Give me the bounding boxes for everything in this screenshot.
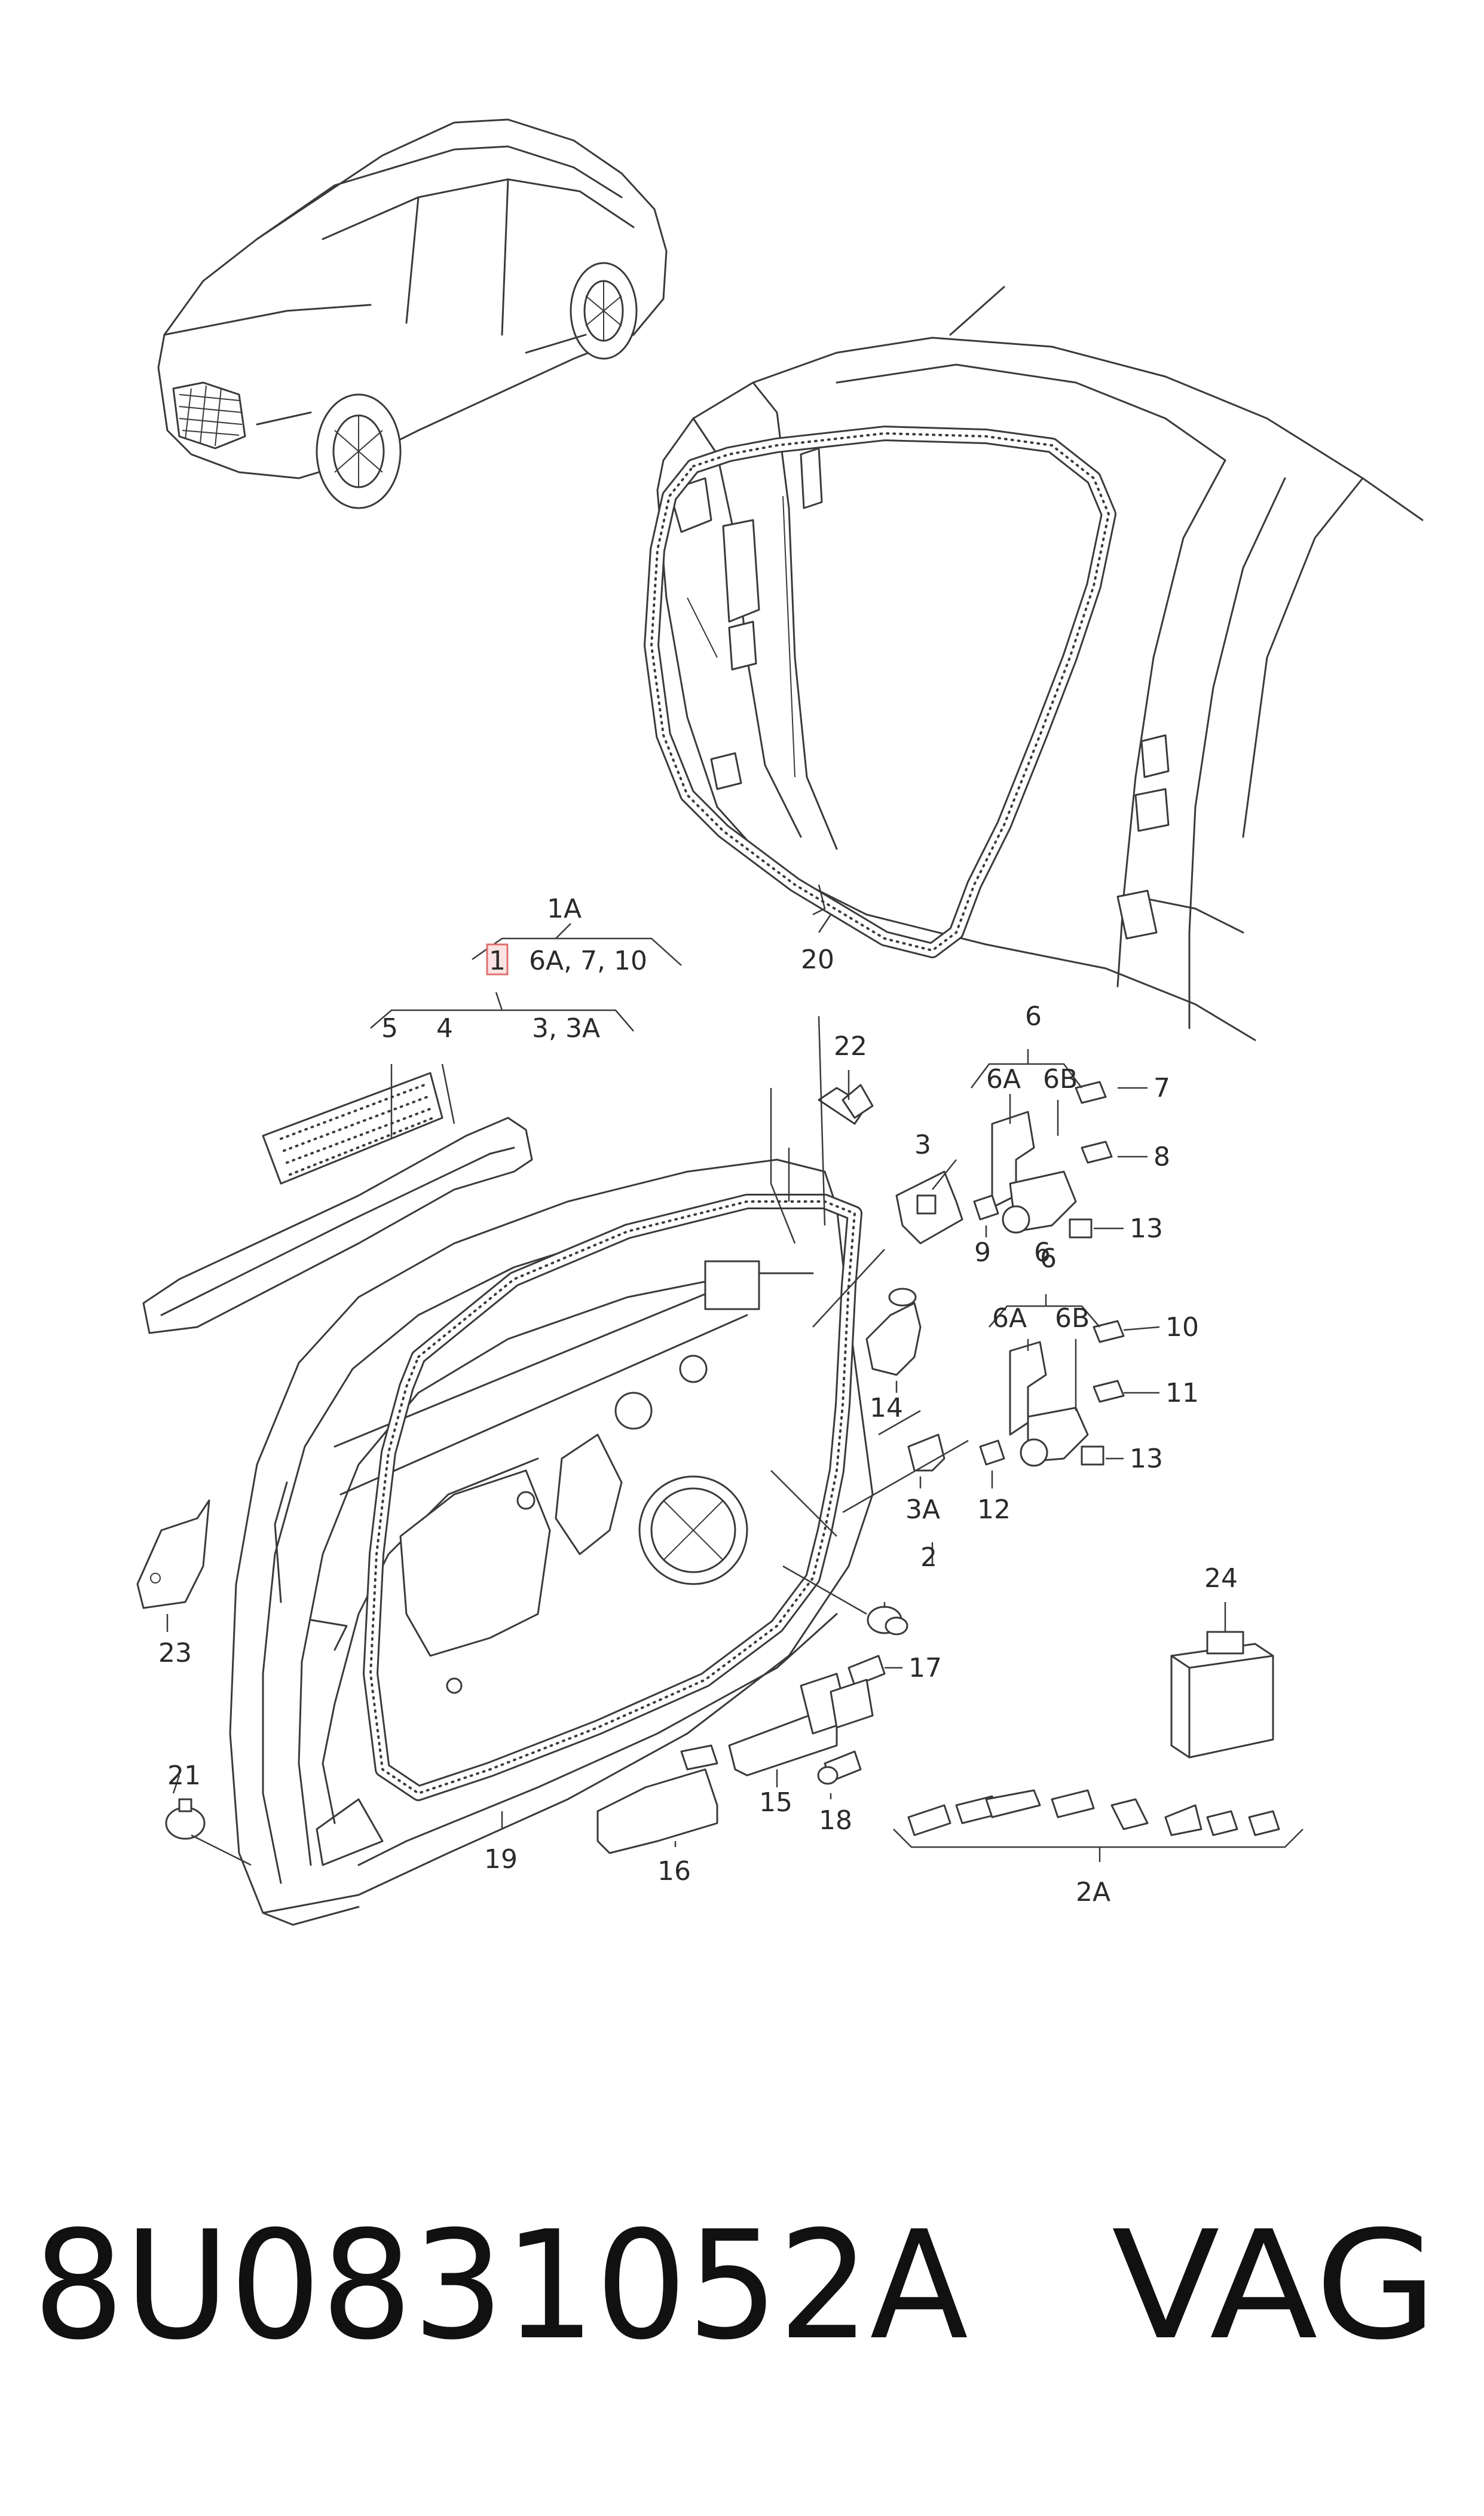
highlight-box: [486, 943, 509, 976]
callout-9: 9: [974, 1237, 991, 1268]
brand-name: VAG: [1112, 2199, 1437, 2373]
part-2A-fastener-set: [907, 1789, 1280, 1836]
door-shell: [229, 1158, 874, 1926]
callout-13-top: 13: [1130, 1213, 1163, 1244]
callout-5: 5: [381, 1013, 398, 1044]
callout-4: 4: [436, 1013, 453, 1044]
part-15-door-check: [728, 1673, 874, 1777]
callout-6A-7-10: 6A, 7, 10: [529, 946, 647, 976]
callout-6A-top: 6A: [986, 1064, 1021, 1095]
callout-19: 19: [484, 1844, 518, 1875]
callout-6-top: 6: [1025, 1001, 1042, 1032]
callout-3A: 3A: [905, 1494, 940, 1525]
callout-13-low: 13: [1130, 1444, 1163, 1474]
part-17-screw: [847, 1655, 886, 1687]
part-22-bolt: [818, 1084, 874, 1125]
callout-15: 15: [759, 1787, 793, 1818]
part-3A-plate: [907, 1433, 946, 1472]
callout-14: 14: [870, 1393, 903, 1423]
callout-2A: 2A: [1076, 1877, 1110, 1907]
callout-6A-low: 6A: [992, 1303, 1027, 1334]
callout-22: 22: [834, 1031, 867, 1062]
callout-6-low: 6: [1040, 1243, 1057, 1274]
callout-6B-low: 6B: [1055, 1303, 1090, 1334]
callout-6B-top: 6B: [1043, 1064, 1078, 1095]
part-6-lower-hinge: [979, 1320, 1125, 1467]
callout-2: 2: [920, 1542, 937, 1573]
part-23-bracket: [136, 1499, 210, 1609]
callout-3: 3: [914, 1130, 931, 1160]
part-4-trim-strip: [142, 1117, 533, 1334]
door-seal-19: [363, 1194, 862, 1801]
callout-23: 23: [158, 1638, 192, 1668]
callout-6-mid: 6: [1034, 1237, 1051, 1268]
callout-11: 11: [1165, 1378, 1199, 1408]
vehicle-thumbnail: [157, 118, 668, 509]
callout-1A: 1A: [547, 894, 582, 924]
callout-24: 24: [1204, 1563, 1238, 1594]
callout-8: 8: [1153, 1142, 1170, 1172]
part-21-plug: [165, 1798, 206, 1840]
callout-21: 21: [167, 1760, 201, 1791]
callout-1: 1: [489, 946, 506, 976]
part-14-boot: [865, 1288, 922, 1376]
part-16-cover: [596, 1744, 718, 1854]
callout-16: 16: [657, 1856, 691, 1887]
callout-18: 18: [819, 1805, 852, 1836]
part-6-upper-hinge: [973, 1081, 1113, 1239]
callout-17: 17: [908, 1653, 942, 1683]
callout-labels: 1A 1 6A, 7, 10 3, 3A 5 4 20 22 6 6A 6B 7…: [158, 894, 1238, 1907]
callout-7: 7: [1153, 1073, 1170, 1103]
part-24-container: [1170, 1631, 1274, 1759]
part-5-foam-pad: [262, 1072, 443, 1185]
part-18-bolt: [817, 1750, 862, 1785]
part-number: 8U0831052A: [33, 2199, 968, 2373]
door-opening-seal-20: [644, 426, 1116, 958]
callout-20: 20: [801, 944, 834, 975]
body-side-frame: [656, 286, 1424, 1041]
callout-12: 12: [977, 1494, 1011, 1525]
part-3-hinge-plate: [895, 1170, 963, 1245]
callout-10: 10: [1165, 1312, 1199, 1343]
leader-lines: [166, 884, 1304, 1866]
part-2-grommet: [867, 1606, 908, 1635]
callout-3-3A: 3, 3A: [532, 1013, 600, 1044]
